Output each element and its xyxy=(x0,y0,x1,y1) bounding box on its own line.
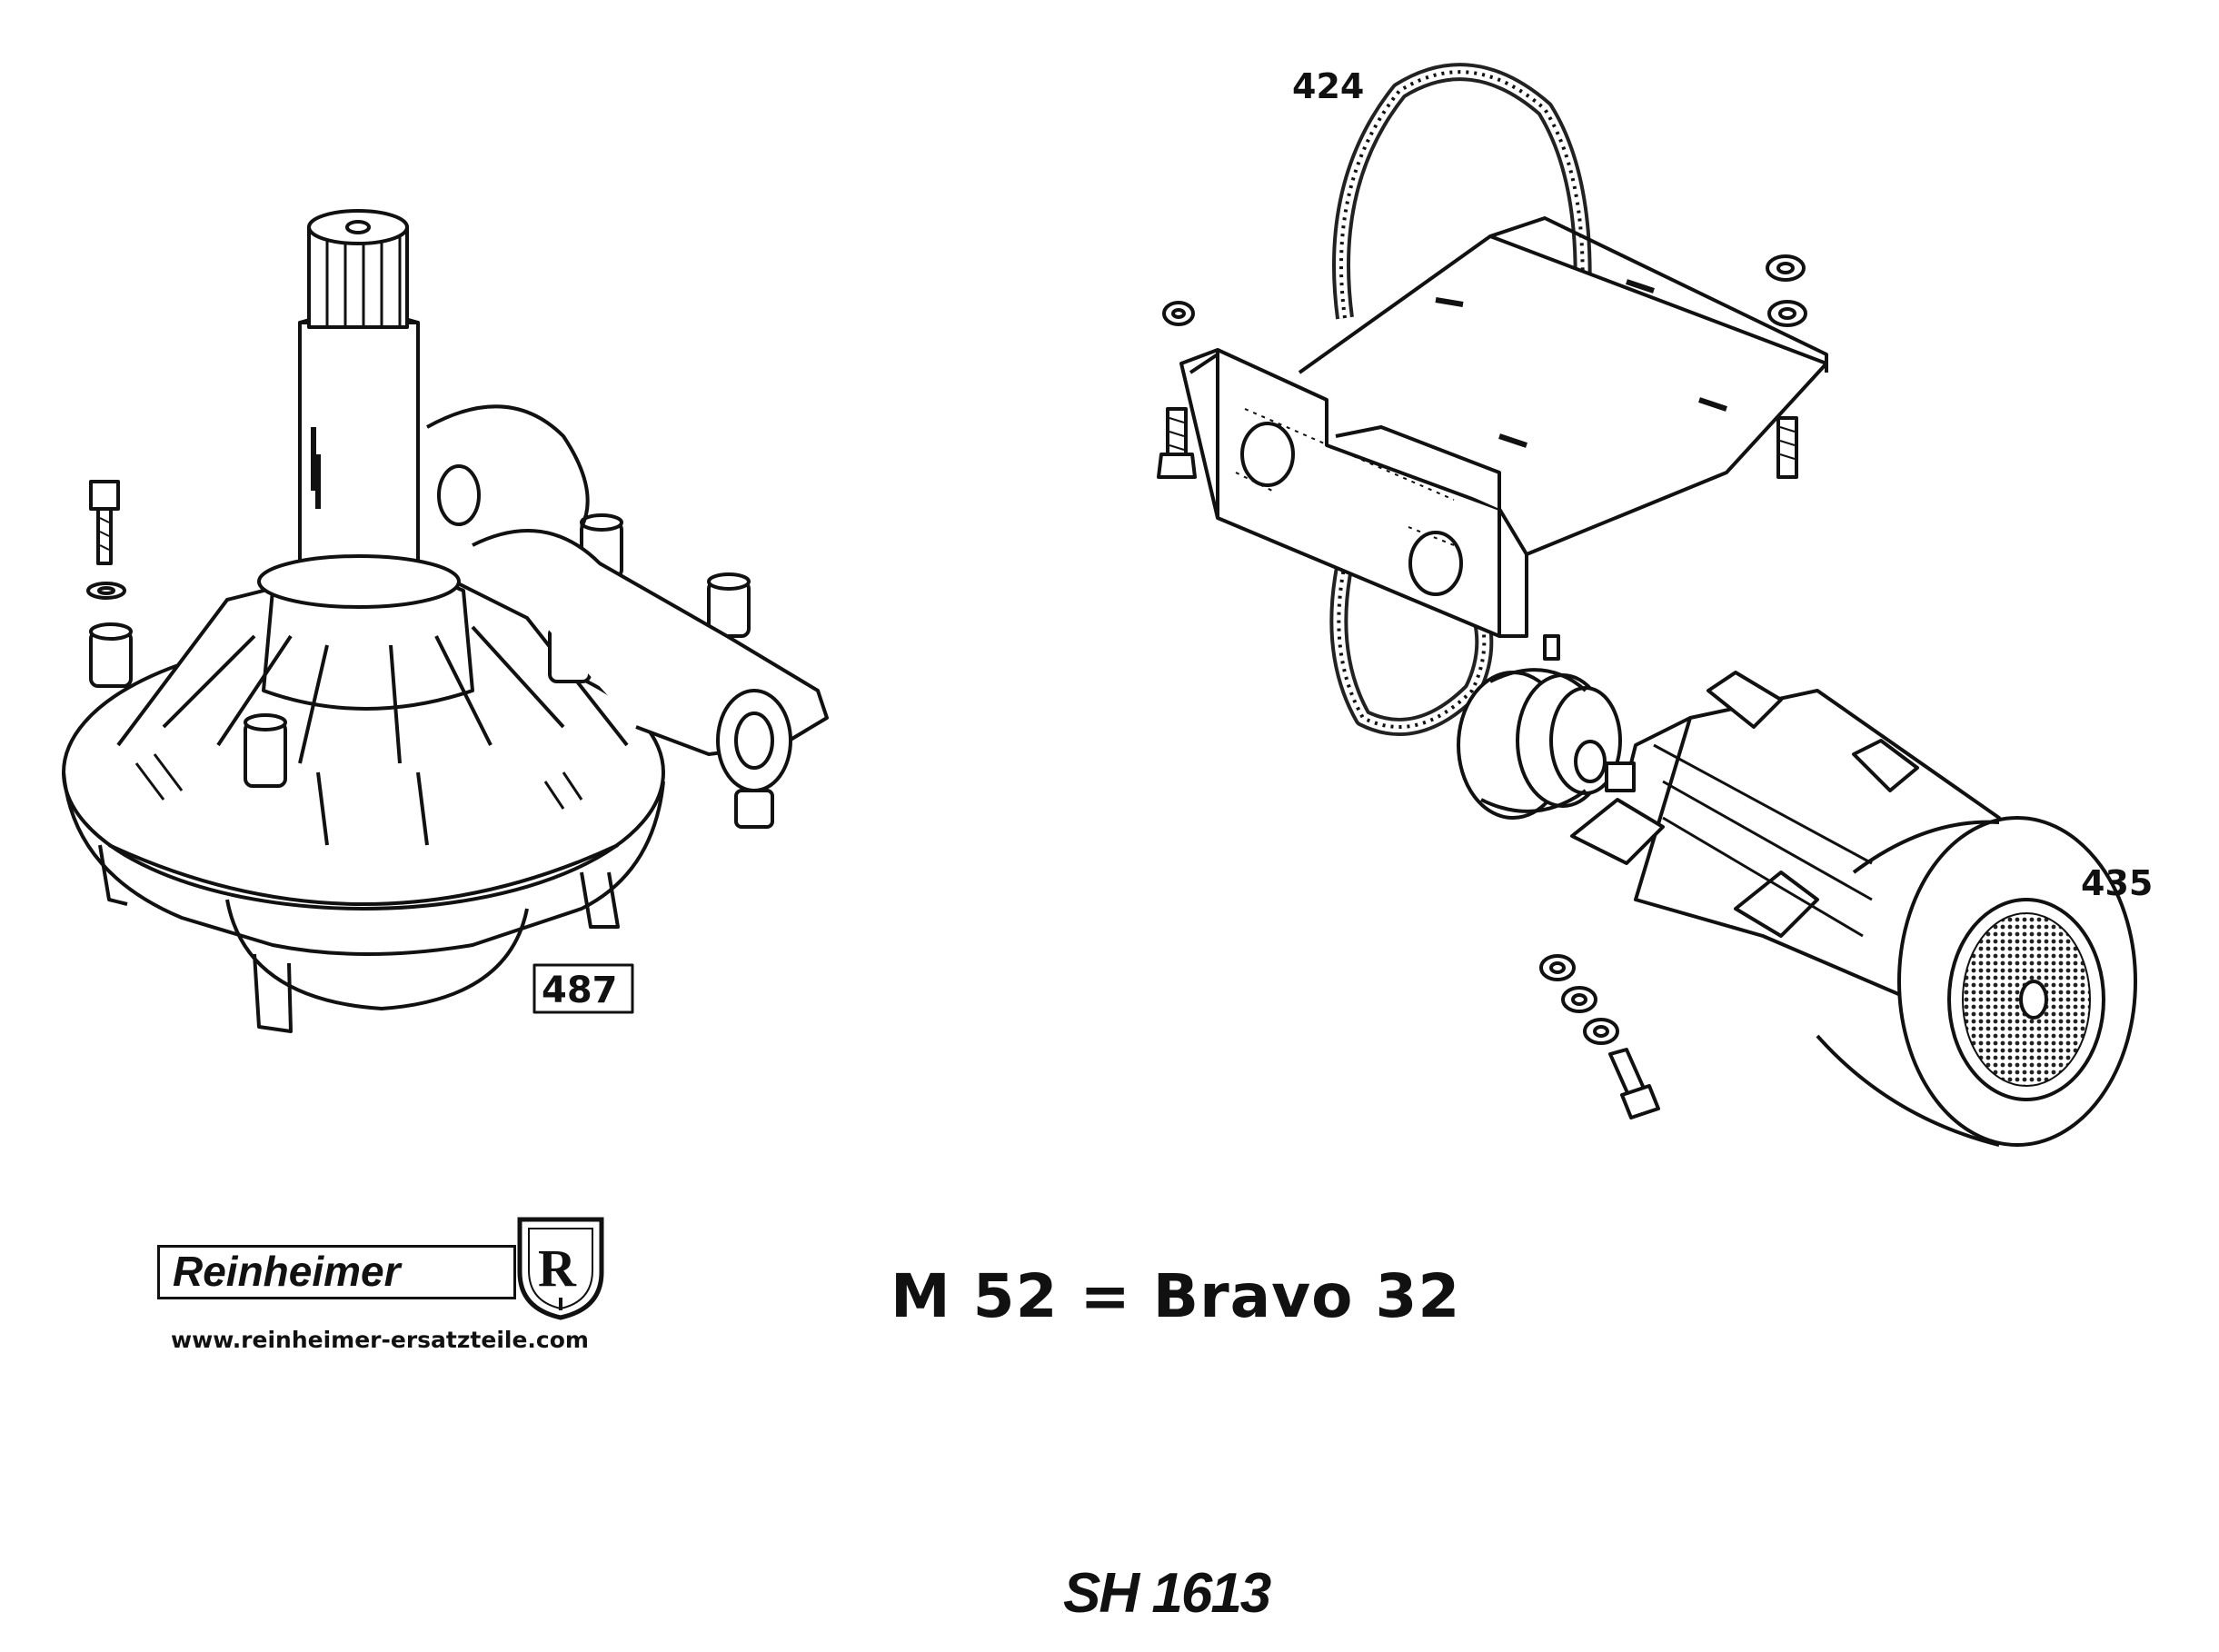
brand-name-box xyxy=(157,1245,516,1299)
reinheimer-emblem xyxy=(517,1217,604,1320)
motor-assembly xyxy=(1157,63,2137,1147)
diagram-title: M 52 = Bravo 32 xyxy=(891,1261,1461,1331)
motor-part-number: 435 xyxy=(2081,863,2153,903)
brand-name: Reinheimer xyxy=(173,1248,401,1295)
website-link[interactable]: www.reinheimer-ersatzteile.com xyxy=(171,1327,589,1353)
gearbox-assembly xyxy=(62,209,829,1033)
sheet-code: SH 1613 xyxy=(1063,1562,1271,1625)
emblem-letter: R xyxy=(538,1239,577,1298)
gearbox-part-number: 487 xyxy=(542,970,618,1011)
belt-part-number: 424 xyxy=(1292,66,1364,106)
